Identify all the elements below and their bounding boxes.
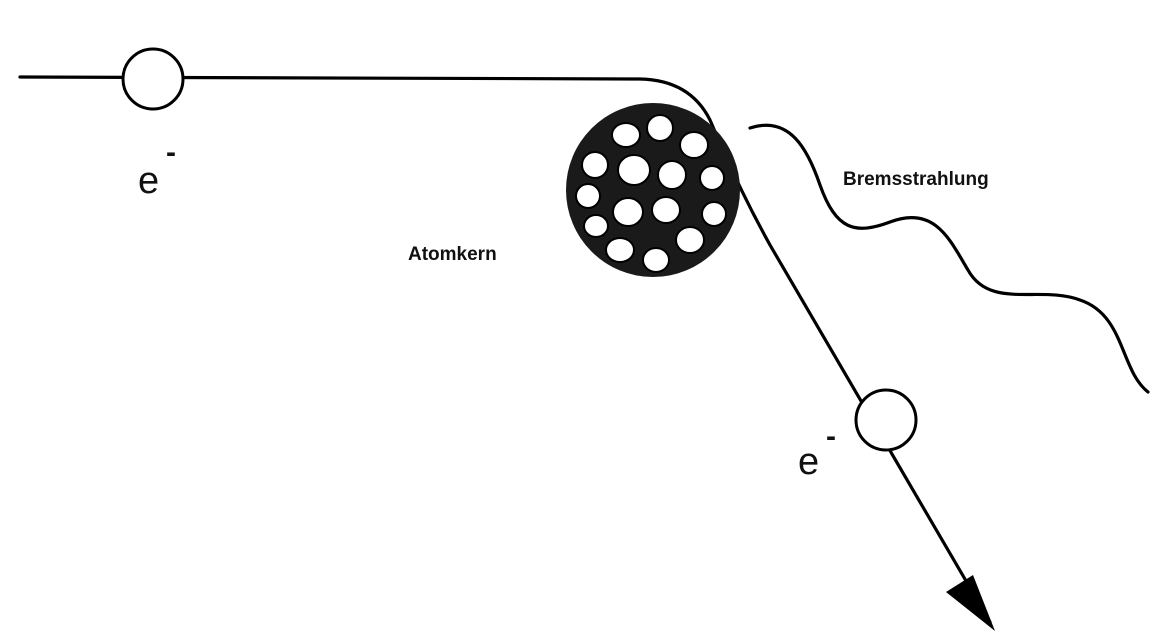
outgoing-electron: e - (798, 390, 916, 483)
incoming-electron: e - (123, 49, 183, 202)
nucleus-label: Atomkern (408, 244, 497, 265)
bremsstrahlung-label: Bremsstrahlung (843, 169, 989, 190)
outgoing-electron-charge: - (826, 420, 836, 453)
bremsstrahlung-wave (750, 125, 1148, 392)
atomic-nucleus-icon (566, 103, 740, 277)
incoming-electron-symbol: e (138, 160, 159, 202)
outgoing-electron-symbol: e (798, 441, 819, 483)
incoming-electron-charge: - (166, 136, 176, 169)
electron-circle-icon (856, 390, 916, 450)
arrowhead-icon (946, 575, 995, 631)
electron-circle-icon (123, 49, 183, 109)
